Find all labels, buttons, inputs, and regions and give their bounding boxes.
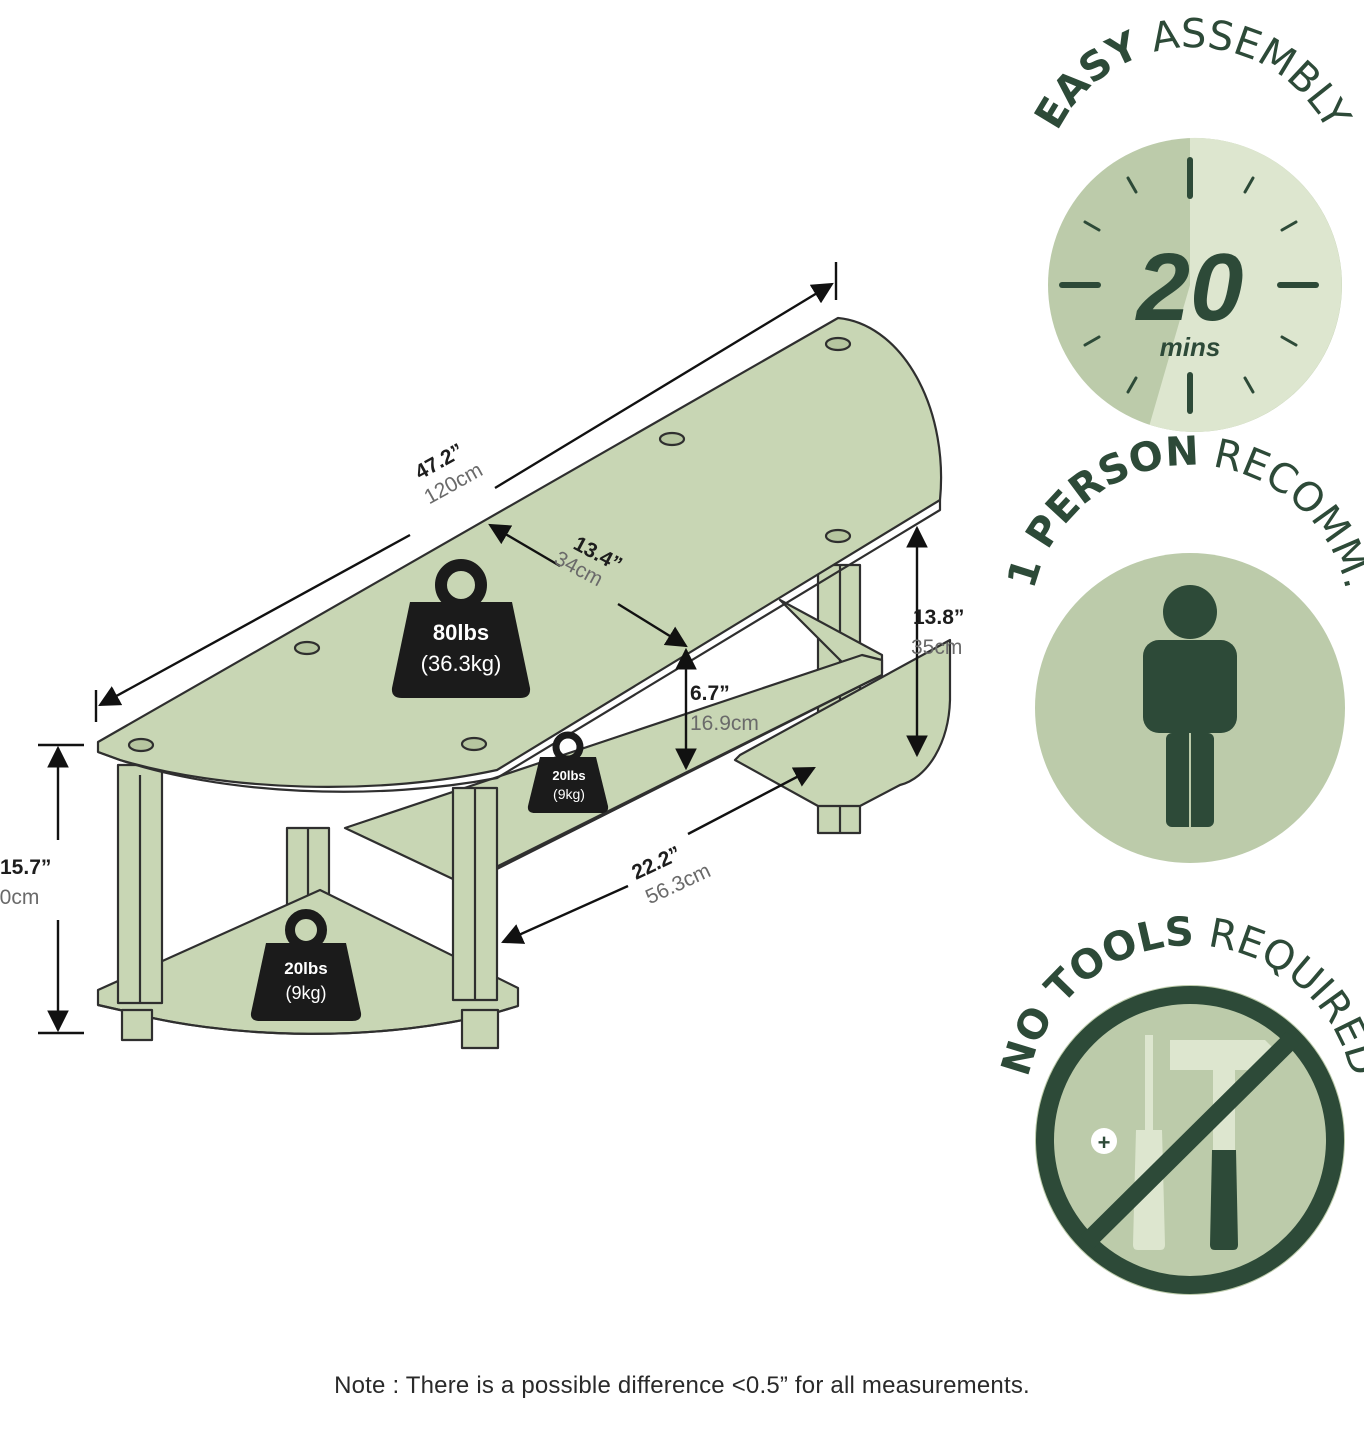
clock-number: 20: [1135, 234, 1244, 341]
dim-right-height-in: 13.8”: [913, 606, 964, 629]
dimension-lines: [38, 262, 928, 1035]
weight-top-lbs: 80lbs: [433, 620, 489, 645]
clock-unit: mins: [1160, 332, 1221, 362]
dim-total-height-in: 15.7”: [0, 856, 51, 879]
front-left-leg: [116, 763, 164, 1005]
clock-elapsed-segment: [1149, 137, 1342, 432]
weight-bottom-kg: (9kg): [285, 983, 326, 1003]
no-tools-badge: NO TOOLS REQUIRED +: [993, 909, 1364, 1295]
easy-assembly-title: EASY ASSEMBLY: [1026, 11, 1359, 137]
one-person-badge: 1 PERSON RECOMM.: [999, 428, 1364, 863]
measurement-note: Note : There is a possible difference <0…: [334, 1372, 1030, 1399]
dim-width-label: 47.2” 120cm: [411, 439, 486, 509]
clock-ticks: [1059, 157, 1319, 414]
weight-middle-kg: (9kg): [553, 786, 585, 802]
weight-top-kg: (36.3kg): [421, 651, 502, 676]
svg-text:+: +: [1098, 1130, 1111, 1155]
person-icon: [1143, 585, 1237, 827]
dim-gap-cm: 16.9cm: [690, 712, 759, 735]
weight-icon-top: 80lbs (36.3kg): [391, 559, 531, 698]
easy-assembly-badge: EASY ASSEMBLY 20 mins: [1026, 11, 1359, 432]
weight-bottom-lbs: 20lbs: [284, 959, 327, 978]
dim-total-height-cm: 40cm: [0, 886, 39, 909]
weight-middle-lbs: 20lbs: [552, 768, 585, 783]
peg-holes: [127, 336, 852, 753]
top-shelf: [96, 316, 943, 793]
dim-right-height-cm: 35cm: [911, 636, 962, 659]
weight-icon-bottom: 20lbs (9kg): [250, 909, 362, 1021]
right-bottom-shelf: [733, 638, 952, 808]
prohibition-slash: [1080, 1031, 1300, 1249]
weight-icon-middle: 20lbs (9kg): [527, 731, 609, 813]
dim-gap-in: 6.7”: [690, 682, 730, 705]
front-middle-leg: [451, 786, 499, 1002]
dim-shelf-width-label: 22.2” 56.3cm: [628, 842, 714, 909]
